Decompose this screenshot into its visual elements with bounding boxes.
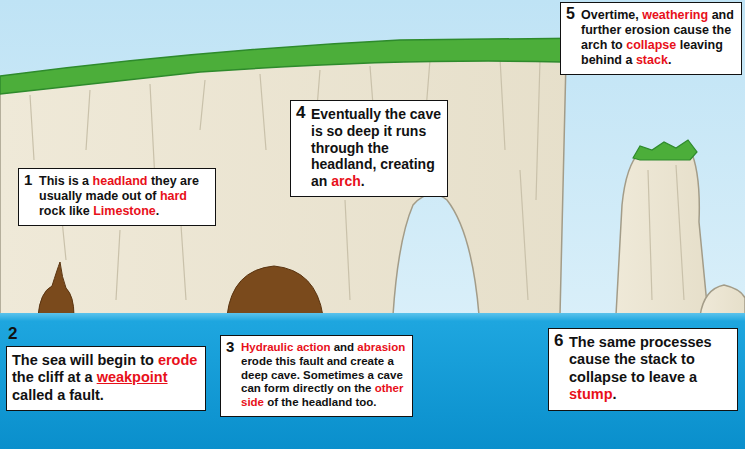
callout-number: 4 xyxy=(296,104,311,121)
key-term: action xyxy=(297,341,331,353)
callout-text: This is a headland they are usually made… xyxy=(39,174,209,219)
key-term: weathering xyxy=(642,8,708,22)
key-term: headland xyxy=(93,174,148,188)
callout-text: Eventually the cave is so deep it runs t… xyxy=(311,106,441,190)
callout-number: 3 xyxy=(226,339,241,354)
callout-box: 5Overtime, weathering and further erosio… xyxy=(560,2,742,75)
stump xyxy=(700,285,745,316)
callout-text: The same processes cause the stack to co… xyxy=(569,334,731,404)
key-term: Limestone xyxy=(93,204,156,218)
grass-top xyxy=(0,38,594,94)
callout-box: 6The same processes cause the stack to c… xyxy=(548,328,738,411)
key-term: hard xyxy=(160,189,187,203)
cliff-shading xyxy=(30,58,540,300)
callout-text: Overtime, weathering and further erosion… xyxy=(581,8,735,68)
key-term: weakpoint xyxy=(97,369,168,385)
callout-number: 6 xyxy=(554,332,569,349)
callout-number: 2 xyxy=(8,325,199,342)
sea xyxy=(0,313,745,449)
stack-grass xyxy=(633,140,697,160)
key-term: other xyxy=(375,382,404,394)
callout-text: The sea will begin to erode the cliff at… xyxy=(12,352,199,404)
key-term: abrasion xyxy=(357,341,405,353)
key-term: collapse xyxy=(626,38,676,52)
stack-shading xyxy=(648,165,684,300)
callout-box: 4Eventually the cave is so deep it runs … xyxy=(290,100,448,197)
key-term: stack xyxy=(636,53,668,67)
callout-number: 5 xyxy=(566,6,581,22)
key-term: side xyxy=(241,396,264,408)
callout-box: 3Hydraulic action and abrasion erode thi… xyxy=(220,335,413,417)
key-term: arch xyxy=(331,173,361,189)
callout-number: 1 xyxy=(24,172,39,187)
small-cave xyxy=(38,262,74,316)
callout-text: Hydraulic action and abrasion erode this… xyxy=(241,341,406,410)
deep-cave xyxy=(227,266,323,316)
key-term: Hydraulic xyxy=(241,341,293,353)
stack xyxy=(616,149,708,315)
callout-box: 2The sea will begin to erode the cliff a… xyxy=(6,346,206,411)
callout-box: 1This is a headland they are usually mad… xyxy=(18,168,216,226)
key-term: erode xyxy=(158,352,198,368)
key-term: stump xyxy=(569,386,613,402)
